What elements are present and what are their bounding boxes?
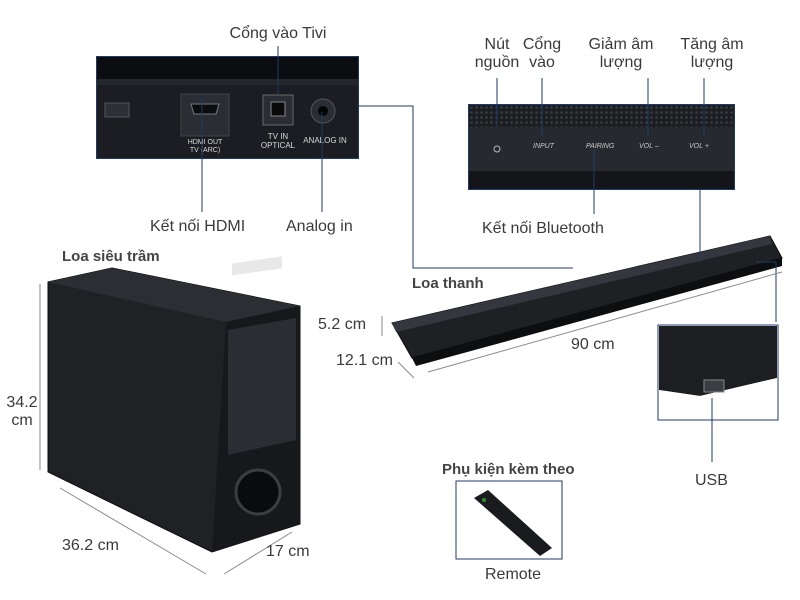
top-buttons-drawing <box>469 105 734 189</box>
usb-zoom-photo <box>657 324 779 421</box>
subwoofer-top-panel <box>232 256 282 276</box>
subwoofer-port-icon <box>234 468 282 516</box>
label-analog-in: Analog in <box>286 218 353 235</box>
label-tv-port: Cổng vào Tivi <box>229 25 327 42</box>
btn-input-text: INPUT <box>533 143 554 150</box>
dim-sub-height: 34.2 cm <box>2 394 42 431</box>
label-power-line1: Nút <box>484 36 510 53</box>
soundbar-image <box>391 235 783 366</box>
rear-ports-photo: HDMI OUT TV (ARC) TV IN OPTICAL ANALOG I… <box>96 56 359 159</box>
label-volume-up: Tăng âm lượng <box>672 36 752 73</box>
dim-bar-height: 5.2 cm <box>318 316 367 333</box>
hdmi-port-text-line2: TV (ARC) <box>189 146 221 154</box>
label-voldown-line1: Giảm âm <box>588 36 654 53</box>
label-hdmi: Kết nối HDMI <box>150 218 246 235</box>
subwoofer-grille <box>228 318 296 455</box>
dim-sub-height-line2: cm <box>11 412 33 430</box>
subwoofer-image <box>47 256 301 553</box>
dim-sub-width: 36.2 cm <box>62 537 119 554</box>
leader-lines <box>201 46 777 462</box>
label-accessories: Phụ kiện kèm theo <box>442 461 575 478</box>
dim-sub-depth: 17 cm <box>266 543 310 560</box>
usb-port-zoom-icon <box>703 379 725 393</box>
analog-in-text: ANALOG IN <box>303 136 347 145</box>
hdmi-port-icon <box>180 93 230 137</box>
tv-in-text-line2: OPTICAL <box>260 140 296 150</box>
tv-in-text-line1: TV IN <box>267 132 289 141</box>
btn-vol-up-text: VOL + <box>689 143 709 150</box>
hdmi-port-text-line1: HDMI OUT <box>187 139 223 146</box>
label-usb: USB <box>695 472 728 489</box>
rear-ports-drawing <box>97 57 358 158</box>
label-volup-line1: Tăng âm <box>680 36 744 53</box>
label-input-port: Cổng vào <box>512 36 572 73</box>
label-input-line2: vào <box>529 54 555 72</box>
label-volup-line2: lượng <box>690 54 734 72</box>
dim-bar-length: 90 cm <box>571 336 615 353</box>
label-input-line1: Cổng <box>522 36 562 53</box>
dim-sub-height-line1: 34.2 <box>6 394 38 411</box>
label-power-line2: nguồn <box>474 54 520 72</box>
remote-image <box>455 480 563 560</box>
hdmi-port-text: HDMI OUT TV (ARC) <box>187 139 223 154</box>
label-soundbar: Loa thanh <box>412 275 484 292</box>
btn-vol-down-text: VOL – <box>639 143 659 150</box>
label-power-button: Nút nguồn <box>466 36 528 73</box>
label-voldown-line2: lượng <box>599 54 643 72</box>
label-remote: Remote <box>485 566 542 583</box>
tv-in-text: TV IN OPTICAL <box>259 132 297 151</box>
usb-port-icon <box>104 102 130 118</box>
label-subwoofer: Loa siêu trầm <box>62 248 160 265</box>
dim-bar-depth: 12.1 cm <box>336 352 393 369</box>
btn-pairing-text: PAIRING <box>586 143 615 150</box>
dimension-lines <box>39 271 783 575</box>
power-icon <box>493 145 501 153</box>
label-volume-down: Giảm âm lượng <box>582 36 660 73</box>
label-bluetooth: Kết nối Bluetooth <box>482 220 604 237</box>
top-buttons-photo: INPUT PAIRING VOL – VOL + <box>468 104 735 190</box>
